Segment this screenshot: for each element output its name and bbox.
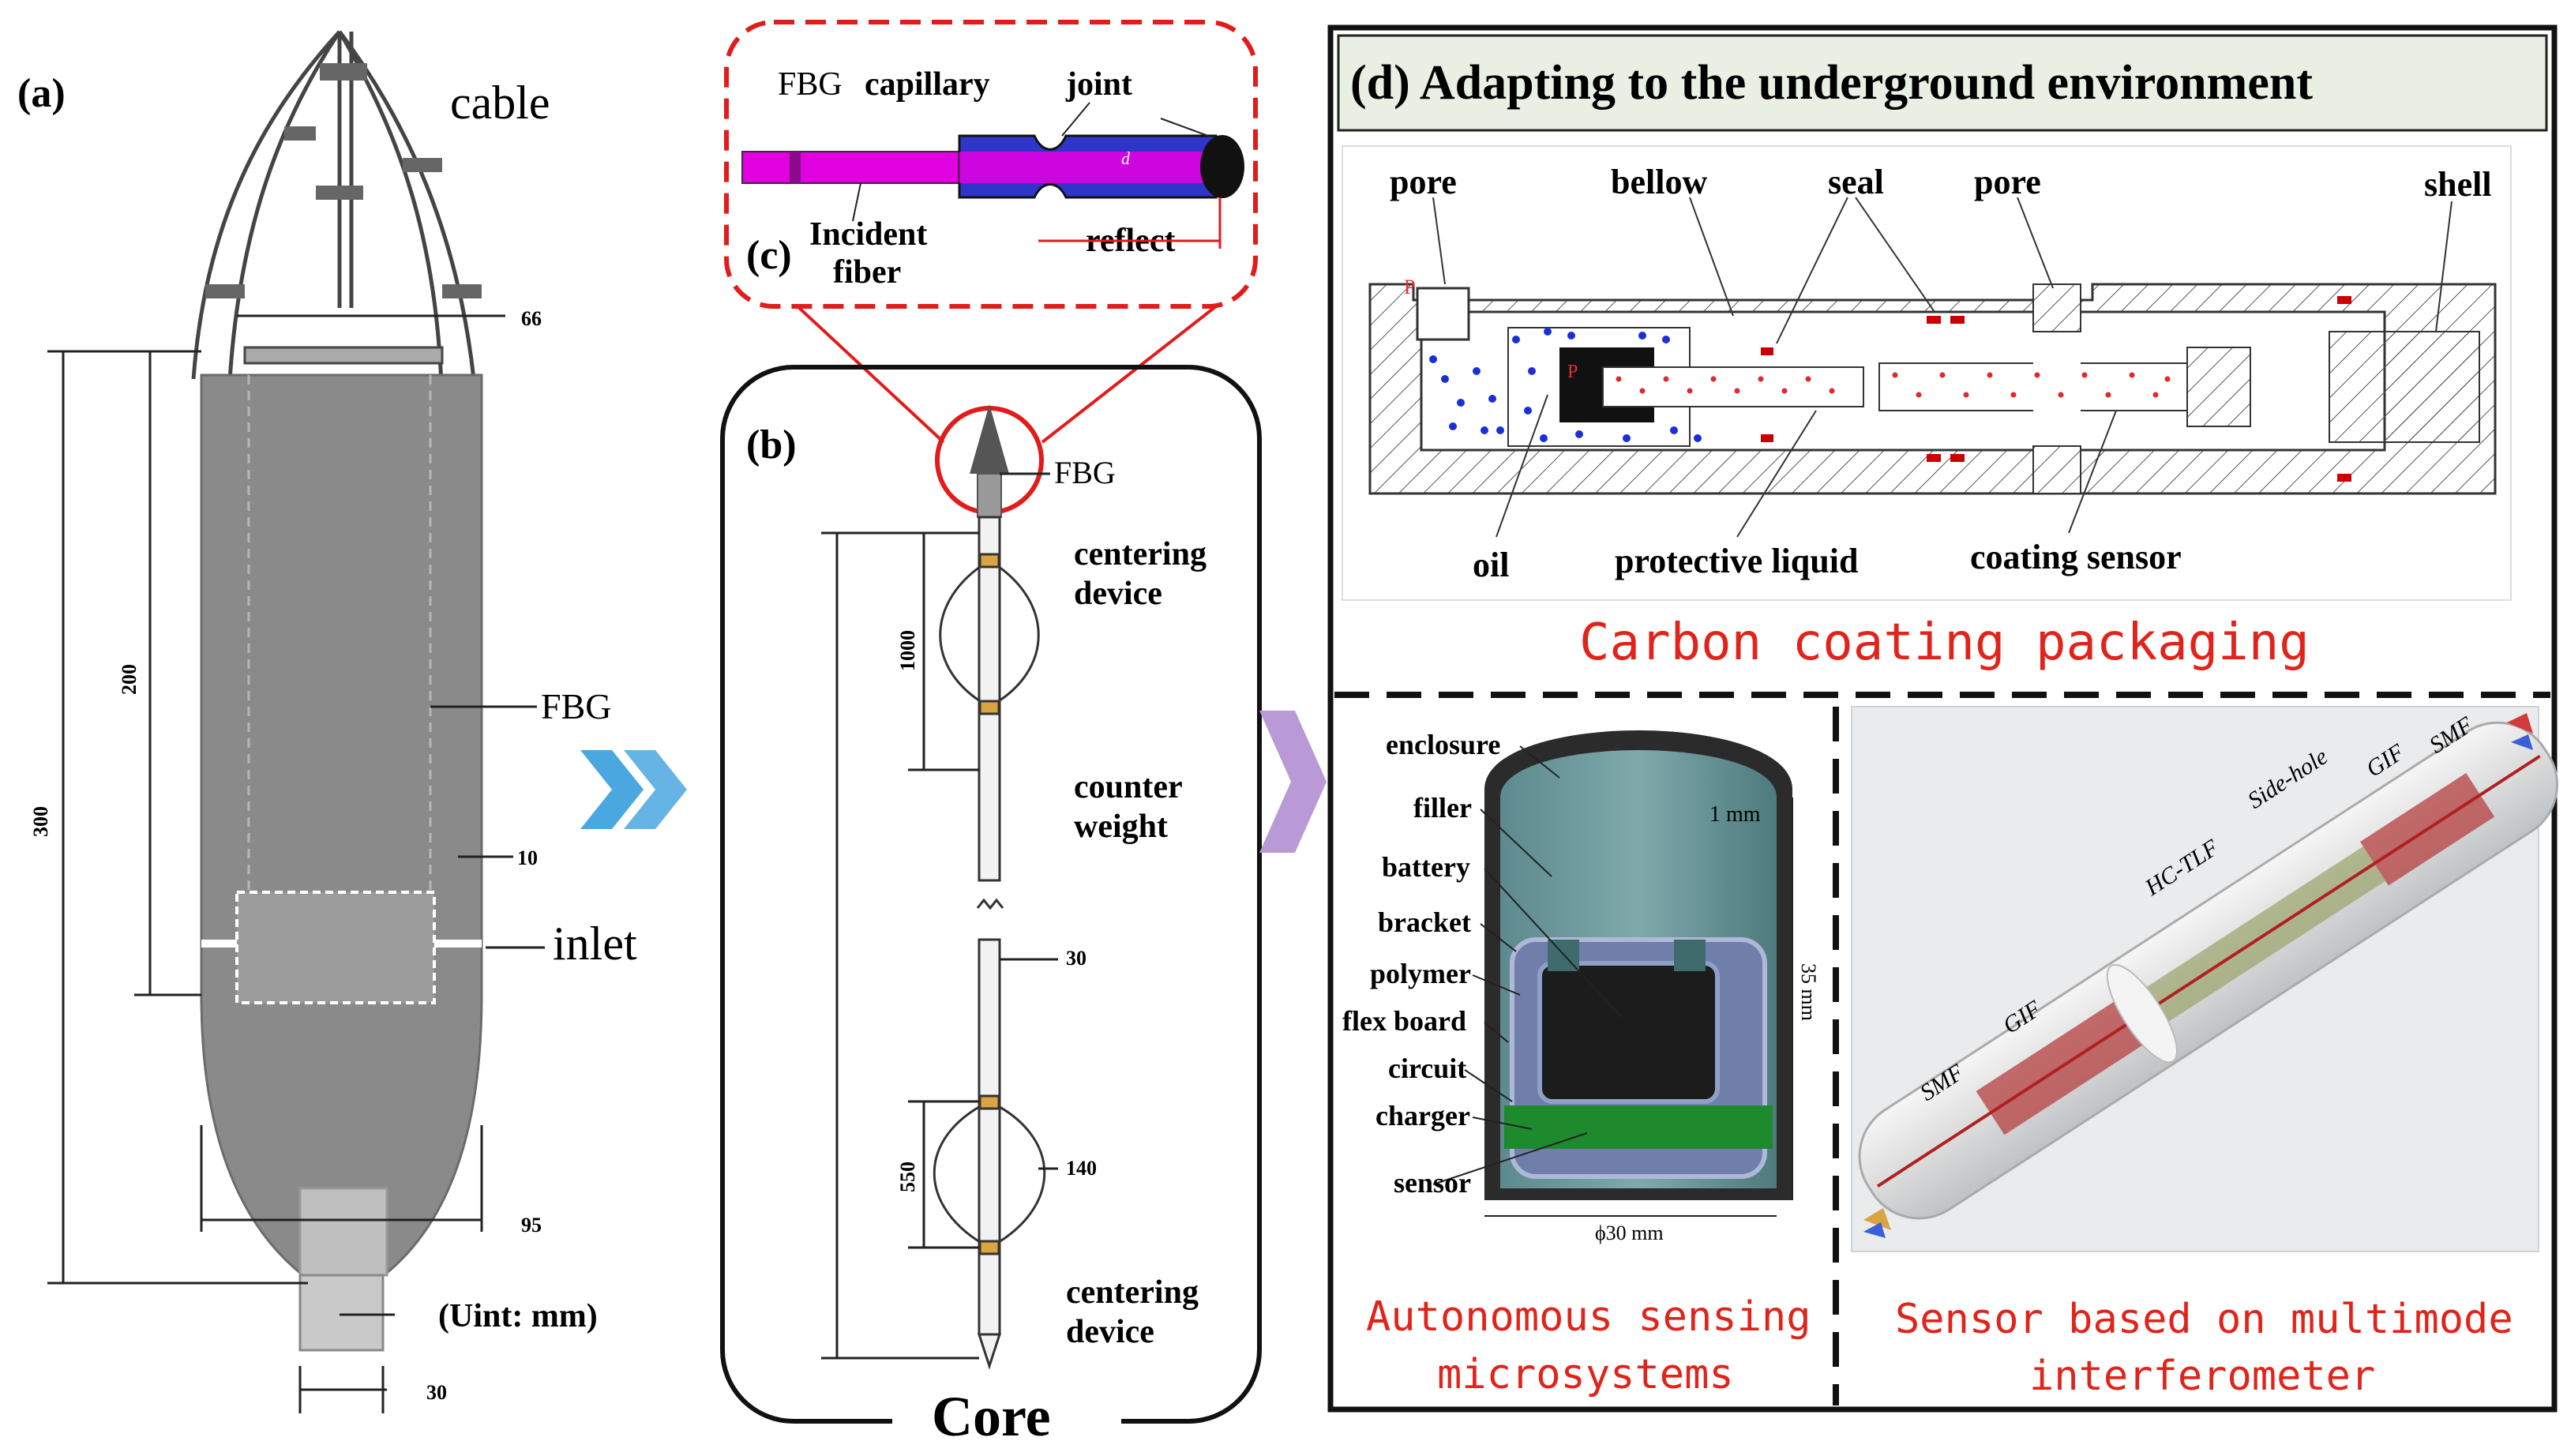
label-incident-1: Incident: [809, 216, 927, 253]
panel-d-header: [1337, 34, 2548, 132]
label-oil: oil: [1473, 546, 1509, 584]
zoom-line-left: [796, 305, 945, 444]
label-cable: cable: [450, 77, 550, 129]
core-tube-upper: [978, 516, 1001, 882]
dimension-lines-a: [47, 314, 537, 1413]
label-sensor: sensor: [1394, 1167, 1471, 1199]
fbg-grating: [790, 152, 801, 183]
label-bellow: bellow: [1611, 163, 1707, 201]
dim-66: 66: [521, 307, 542, 330]
dim-550: 550: [896, 1161, 919, 1192]
label-seal: seal: [1828, 163, 1884, 201]
dim-1000: 1000: [896, 630, 919, 671]
label-coating-sensor: coating sensor: [1970, 538, 2182, 576]
label-enclosure: enclosure: [1386, 729, 1500, 760]
dim-30-b: 30: [1066, 947, 1086, 970]
label-bracket: bracket: [1378, 906, 1471, 938]
cable-harness: [191, 30, 476, 427]
label-centering-bottom-1: centering: [1066, 1274, 1199, 1311]
caption-mmi-1: Sensor based on multimode: [1895, 1296, 2513, 1343]
probe-top-plate: [243, 346, 444, 365]
label-centering-top-2: device: [1074, 576, 1162, 612]
label-fbg-c: FBG: [778, 66, 843, 103]
label-circuit: circuit: [1388, 1053, 1466, 1084]
label-centering-bottom-2: device: [1066, 1314, 1154, 1350]
carbon-coating-drawing: P P: [1368, 276, 2497, 495]
mmi-sensor-drawing: [1851, 706, 2559, 1252]
label-incident-2: fiber: [833, 254, 901, 291]
label-charger: charger: [1375, 1100, 1470, 1131]
label-filler: filler: [1413, 792, 1472, 824]
label-capillary: capillary: [865, 66, 990, 103]
microsystem-drawing: [1484, 730, 1792, 1200]
centering-device-top: [939, 553, 1040, 715]
oil-dots: [1429, 328, 1702, 442]
caption-carbon: Carbon coating packaging: [1579, 614, 2310, 672]
battery: [1537, 961, 1720, 1104]
label-protective-liquid: protective liquid: [1615, 542, 1858, 580]
arrow-b-to-d: [1259, 711, 1327, 853]
cable-clamps: [205, 63, 482, 298]
panel-c-tag: (c): [746, 233, 792, 278]
label-pore-right: pore: [1974, 163, 2041, 201]
panel-d-title: (d) Adapting to the underground environm…: [1350, 56, 2313, 110]
probe-tip: [298, 1274, 385, 1352]
label-counter-1: counter: [1074, 769, 1183, 805]
dim-140: 140: [1066, 1157, 1097, 1180]
probe-tip-thread: [298, 1187, 388, 1277]
panel-d-frame: [1327, 24, 2558, 1413]
panel-a-tag: (a): [17, 71, 66, 116]
label-fbg-b: FBG: [1054, 455, 1116, 490]
label-shell: shell: [2424, 165, 2492, 204]
panel-d: (d) Adapting to the underground environm…: [1327, 24, 2559, 1413]
protective-liquid-dots: [1616, 372, 2171, 398]
label-dim-35mm: 35 mm: [1797, 963, 1820, 1021]
arrow-a-to-b: [580, 750, 687, 829]
label-battery: battery: [1382, 851, 1470, 883]
centering-device-bottom: [933, 1094, 1046, 1255]
label-d: d: [1121, 148, 1131, 168]
dim-300: 300: [29, 806, 52, 837]
caption-micro-1: Autonomous sensing: [1366, 1293, 1811, 1341]
label-pore-left: pore: [1390, 163, 1457, 201]
label-p1: P: [1404, 276, 1415, 298]
label-units: (Uint: mm): [438, 1298, 598, 1334]
dim-30-tip: 30: [426, 1381, 447, 1404]
caption-micro-2: microsystems: [1437, 1351, 1734, 1398]
core-tube-lower: [978, 938, 1001, 1336]
panel-c: d FBG capillary joint Incident fiber ref…: [724, 20, 1258, 309]
inner-container: [235, 891, 436, 1004]
panel-b-core: Core: [932, 1385, 1051, 1448]
panel-a: (a): [17, 30, 637, 1413]
caption-mmi-2: interferometer: [2029, 1353, 2375, 1400]
label-dim-30mm: ϕ30 mm: [1595, 1221, 1664, 1244]
label-centering-top-1: centering: [1074, 536, 1207, 572]
label-dim-1mm: 1 mm: [1709, 802, 1761, 827]
reflect-end: [1200, 135, 1244, 198]
zoom-line-right: [1041, 305, 1218, 444]
dim-10: 10: [517, 846, 538, 869]
panel-c-frame: [724, 20, 1258, 309]
label-flex-board: flex board: [1342, 1005, 1466, 1037]
panel-b-tag: (b): [746, 422, 797, 467]
label-inlet: inlet: [553, 918, 637, 970]
label-counter-2: weight: [1074, 809, 1168, 845]
label-fbg-a: FBG: [541, 686, 611, 726]
label-joint: joint: [1065, 66, 1132, 103]
label-polymer: polymer: [1370, 958, 1471, 989]
label-p2: P: [1567, 362, 1578, 382]
dim-200: 200: [118, 664, 141, 695]
core-tip: [977, 1333, 1002, 1370]
dim-95: 95: [521, 1214, 542, 1236]
micro-leader-lines: [1432, 745, 1793, 1217]
carbon-leader-lines: [1432, 197, 2453, 538]
charger: [1504, 1105, 1773, 1149]
panel-b: Core (b): [720, 365, 1262, 1453]
probe-body: [200, 373, 483, 1281]
core-nose: [970, 404, 1009, 474]
